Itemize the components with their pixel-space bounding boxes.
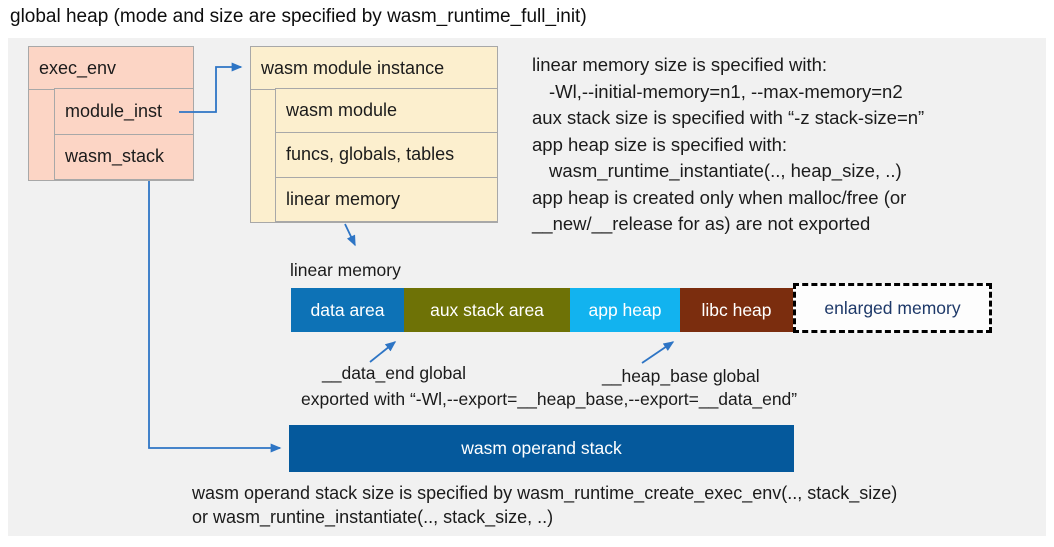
note-line: app heap size is specified with: [532, 133, 788, 155]
wasm-operand-stack-box: wasm operand stack [289, 425, 794, 472]
note-line: -Wl,--initial-memory=n1, --max-memory=n2 [549, 80, 903, 102]
segment-libc-heap: libc heap [680, 288, 793, 332]
exec-env-box: exec_env module_inst wasm_stack [28, 46, 194, 181]
linear-memory-bar: data area aux stack area app heap libc h… [291, 288, 793, 332]
wasm-module-instance-rows: wasm module funcs, globals, tables linea… [275, 88, 497, 222]
memory-size-notes: linear memory size is specified with: -W… [532, 52, 924, 238]
note-line: __new/__release for as) are not exported [532, 213, 871, 234]
instance-row-linear-memory: linear memory [275, 176, 497, 222]
segment-aux-stack-area: aux stack area [404, 288, 570, 332]
heap-base-global-label: __heap_base global [602, 366, 760, 386]
note-line: app heap is created only when malloc/fre… [532, 186, 907, 208]
exec-env-row-wasm-stack: wasm_stack [54, 133, 193, 180]
exec-env-row-module-inst: module_inst [54, 88, 193, 135]
wasm-module-instance-label: wasm module instance [251, 47, 497, 90]
note-line: linear memory size is specified with: [532, 54, 828, 75]
segment-enlarged-memory: enlarged memory [793, 283, 992, 333]
segment-data-area: data area [291, 288, 404, 332]
note-line: wasm_runtime_instantiate(.., heap_size, … [549, 160, 902, 181]
wasm-module-instance-box: wasm module instance wasm module funcs, … [250, 46, 498, 223]
export-flags-label: exported with “-Wl,--export=__heap_base,… [301, 389, 798, 409]
note-line: aux stack size is specified with “-z sta… [532, 107, 925, 128]
instance-row-funcs-globals-tables: funcs, globals, tables [275, 132, 497, 178]
exec-env-rows: module_inst wasm_stack [54, 88, 193, 180]
linear-memory-label: linear memory [290, 260, 401, 280]
diagram-title: global heap (mode and size are specified… [10, 6, 587, 27]
footer-line: wasm operand stack size is specified by … [192, 483, 898, 503]
footer-line: or wasm_runtine_instantiate(.., stack_si… [192, 507, 554, 527]
operand-stack-notes: wasm operand stack size is specified by … [192, 481, 897, 529]
segment-app-heap: app heap [570, 288, 680, 332]
data-end-global-label: __data_end global [322, 363, 467, 383]
exec-env-label: exec_env [29, 47, 193, 90]
instance-row-wasm-module: wasm module [275, 88, 497, 134]
